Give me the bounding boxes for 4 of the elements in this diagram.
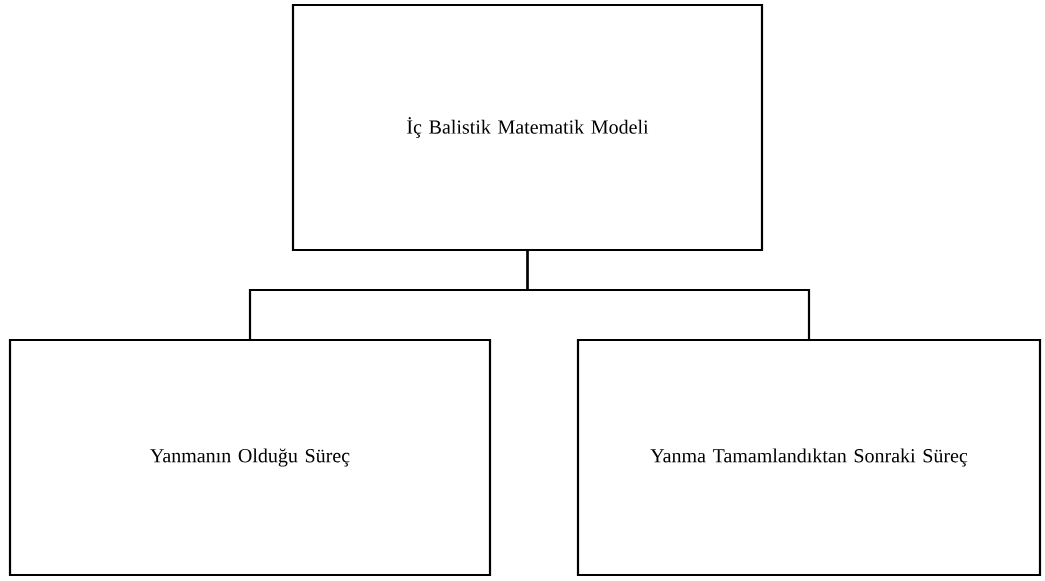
process-box: Yanma Tamamlandıktan Sonraki Süreç xyxy=(576,338,1042,577)
process-box: İç Balistik Matematik Modeli xyxy=(291,3,764,252)
connector-line xyxy=(526,251,811,339)
process-box: Yanmanın Olduğu Süreç xyxy=(8,338,492,577)
